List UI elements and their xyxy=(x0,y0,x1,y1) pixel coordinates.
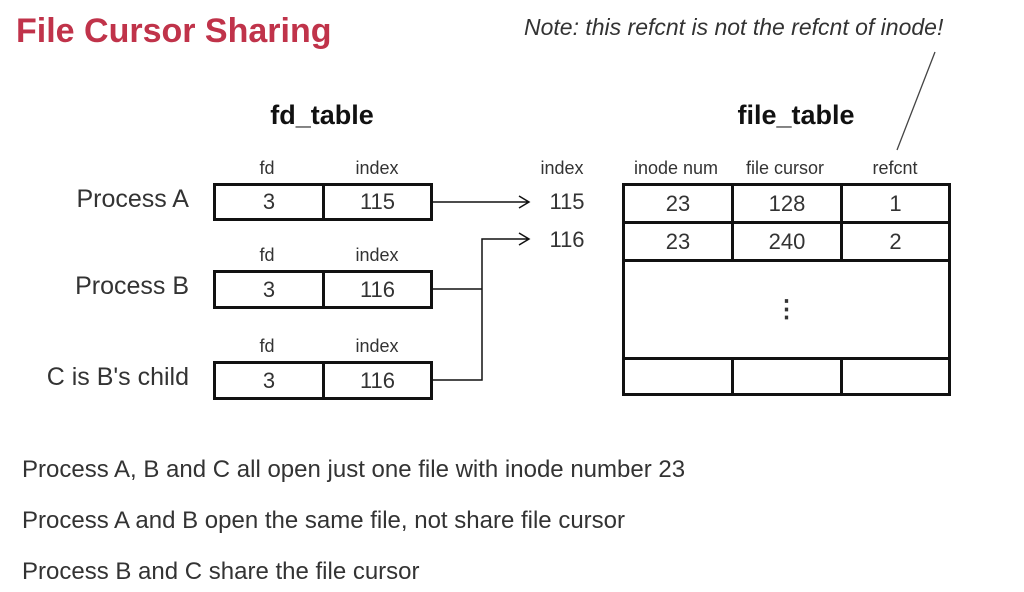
file-index-label: index xyxy=(540,158,584,178)
empty-cell xyxy=(731,357,843,396)
cursor-cell: 240 xyxy=(731,221,843,262)
inode-col-label: inode num xyxy=(633,158,719,178)
index-col-label: index xyxy=(355,245,399,265)
bullet-text: Process A, B and C all open just one fil… xyxy=(22,456,686,483)
file-index-115: 115 xyxy=(549,189,585,214)
fd-col-label: fd xyxy=(259,158,275,178)
arrow-a-to-115 xyxy=(432,195,531,209)
refcnt-cell: 1 xyxy=(840,183,951,224)
index-cell: 116 xyxy=(322,361,433,400)
cursor-cell: 128 xyxy=(731,183,843,224)
process-a-label: Process A xyxy=(76,185,189,213)
fd-cell: 3 xyxy=(213,270,325,309)
cursor-col-label: file cursor xyxy=(745,158,825,178)
page-title: File Cursor Sharing xyxy=(16,12,332,50)
ellipsis-cell: ⋮ xyxy=(622,259,951,360)
bullet-text: Process B and C share the file cursor xyxy=(22,558,420,585)
fd-cell: 3 xyxy=(213,183,325,221)
arrow-b-c-to-116 xyxy=(432,232,531,381)
empty-cell xyxy=(622,357,734,396)
empty-cell xyxy=(840,357,951,396)
fd-col-label: fd xyxy=(259,245,275,265)
index-cell: 115 xyxy=(322,183,433,221)
fd-table-heading: fd_table xyxy=(270,100,374,130)
fd-cell: 3 xyxy=(213,361,325,400)
index-cell: 116 xyxy=(322,270,433,309)
refcnt-cell: 2 xyxy=(840,221,951,262)
fd-col-label: fd xyxy=(259,336,275,356)
note-pointer-line xyxy=(896,51,936,151)
file-index-116: 116 xyxy=(549,227,585,252)
index-col-label: index xyxy=(355,158,399,178)
index-col-label: index xyxy=(355,336,399,356)
inode-cell: 23 xyxy=(622,221,734,262)
inode-cell: 23 xyxy=(622,183,734,224)
bullet-text: Process A and B open the same file, not … xyxy=(22,507,625,534)
process-b-label: Process B xyxy=(75,272,189,300)
refcnt-col-label: refcnt xyxy=(872,158,918,178)
note-text: Note: this refcnt is not the refcnt of i… xyxy=(524,14,944,40)
file-table-heading: file_table xyxy=(737,100,855,130)
process-c-label: C is B's child xyxy=(46,363,189,391)
